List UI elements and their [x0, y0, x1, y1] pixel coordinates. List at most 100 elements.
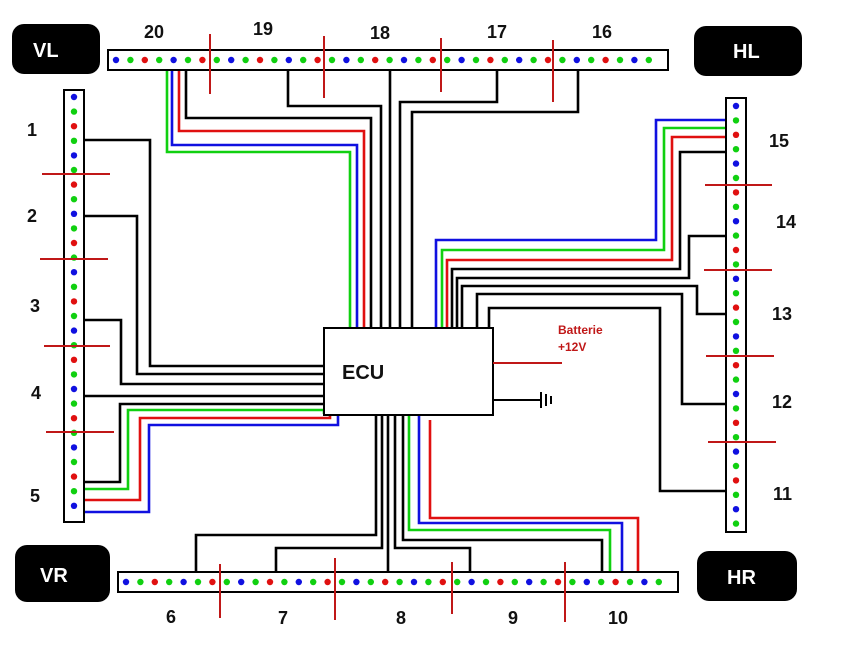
strip-top-led	[141, 56, 148, 64]
strip-left-led	[70, 93, 78, 101]
strip-bottom-led	[353, 578, 360, 586]
strip-top-led	[328, 56, 336, 64]
led-strips	[63, 49, 747, 593]
strip-top-led	[314, 56, 321, 64]
strip-top-led	[530, 56, 537, 64]
strip-left-led	[70, 444, 78, 451]
strip-left-led	[70, 488, 78, 495]
wire	[76, 402, 324, 484]
wire	[177, 62, 366, 328]
segment-label-4: 4	[31, 383, 41, 403]
corner-vr-label: VR	[40, 565, 68, 587]
strip-top-led	[156, 56, 163, 64]
strip-right	[725, 97, 747, 533]
wire	[487, 306, 728, 493]
segment-label-17: 17	[487, 22, 507, 42]
strip-right-led	[732, 261, 740, 268]
strip-top-led	[199, 56, 206, 64]
strip-bottom-led	[266, 578, 274, 586]
strip-left-led	[70, 502, 78, 509]
strip-top-led	[444, 56, 451, 64]
strip-right-led	[732, 203, 740, 210]
strip-left-led	[70, 166, 78, 174]
strip-top-led	[343, 56, 350, 64]
wire	[417, 415, 624, 580]
strip-bottom-led	[497, 578, 504, 586]
strip-right-led	[732, 448, 740, 455]
strip-right-led	[732, 102, 740, 110]
strip-left-led	[70, 283, 78, 290]
strip-right-led	[732, 477, 740, 484]
strip-right-led	[732, 347, 740, 354]
strip-top-led	[602, 56, 609, 64]
strip-bottom-led	[511, 578, 518, 586]
strip-left	[63, 89, 85, 523]
strip-bottom-led	[281, 578, 288, 586]
strip-bottom-led	[137, 578, 144, 586]
strip-top-led	[516, 56, 523, 64]
strip-bottom-led	[626, 578, 634, 586]
strip-top-led	[372, 56, 379, 64]
strip-left-led	[70, 371, 78, 378]
wire	[76, 408, 326, 491]
segment-label-8: 8	[396, 608, 406, 628]
segment-label-14: 14	[776, 212, 796, 232]
wire	[274, 415, 384, 580]
strip-bottom-led	[526, 578, 533, 586]
strip-bottom-led	[209, 578, 216, 586]
ground-symbol	[493, 392, 552, 408]
strip-left-led	[70, 458, 78, 466]
wire	[460, 284, 728, 328]
strip-top-led	[559, 56, 566, 64]
strip-top-led	[616, 56, 624, 64]
wire	[76, 214, 324, 376]
strip-top-led	[472, 56, 480, 64]
ecu-box	[323, 327, 494, 416]
strip-bottom-led	[655, 578, 662, 586]
strip-top-led	[501, 56, 508, 64]
strip-right-led	[732, 362, 740, 369]
strip-left-led	[70, 108, 78, 115]
strip-bottom-led	[482, 578, 490, 586]
strip-right-led	[732, 189, 740, 196]
strip-bottom-led	[439, 578, 446, 586]
strip-bottom-led	[223, 578, 230, 586]
strip-top-led	[429, 56, 436, 64]
strip-right-led	[732, 146, 740, 153]
strip-top-led	[357, 56, 364, 64]
strip-bottom-led	[151, 578, 158, 586]
strip-top-led	[487, 56, 494, 64]
segment-label-13: 13	[772, 304, 792, 324]
ecu-label: ECU	[342, 362, 384, 384]
strip-top-led	[285, 56, 292, 64]
strip-bottom-led	[554, 578, 562, 586]
wire	[475, 292, 728, 406]
wire	[393, 415, 472, 580]
corner-hl-label: HL	[733, 41, 760, 63]
wire	[455, 234, 728, 328]
strip-right-led	[732, 275, 740, 282]
strip-bottom-led	[612, 578, 619, 586]
strip-right-led	[732, 117, 740, 124]
wire	[184, 62, 373, 328]
strip-left-led	[70, 137, 78, 144]
corner-vl: VL	[12, 24, 100, 74]
segment-dividers	[40, 34, 776, 622]
strip-bottom-led	[367, 578, 374, 586]
wire	[286, 62, 383, 328]
strip-right-led	[732, 232, 740, 239]
wire	[76, 318, 324, 386]
strip-bottom-led	[454, 578, 461, 586]
strip-left-led	[70, 312, 78, 320]
strip-bottom-led	[180, 578, 187, 586]
segment-label-12: 12	[772, 392, 792, 412]
segment-label-2: 2	[27, 206, 37, 226]
strip-left-led	[70, 327, 78, 334]
strip-right-led	[732, 304, 740, 311]
wire	[407, 415, 612, 580]
strip-top-led	[256, 56, 264, 64]
strip-top-led	[400, 56, 408, 64]
strip-left-led	[70, 473, 78, 480]
wire	[445, 135, 728, 328]
